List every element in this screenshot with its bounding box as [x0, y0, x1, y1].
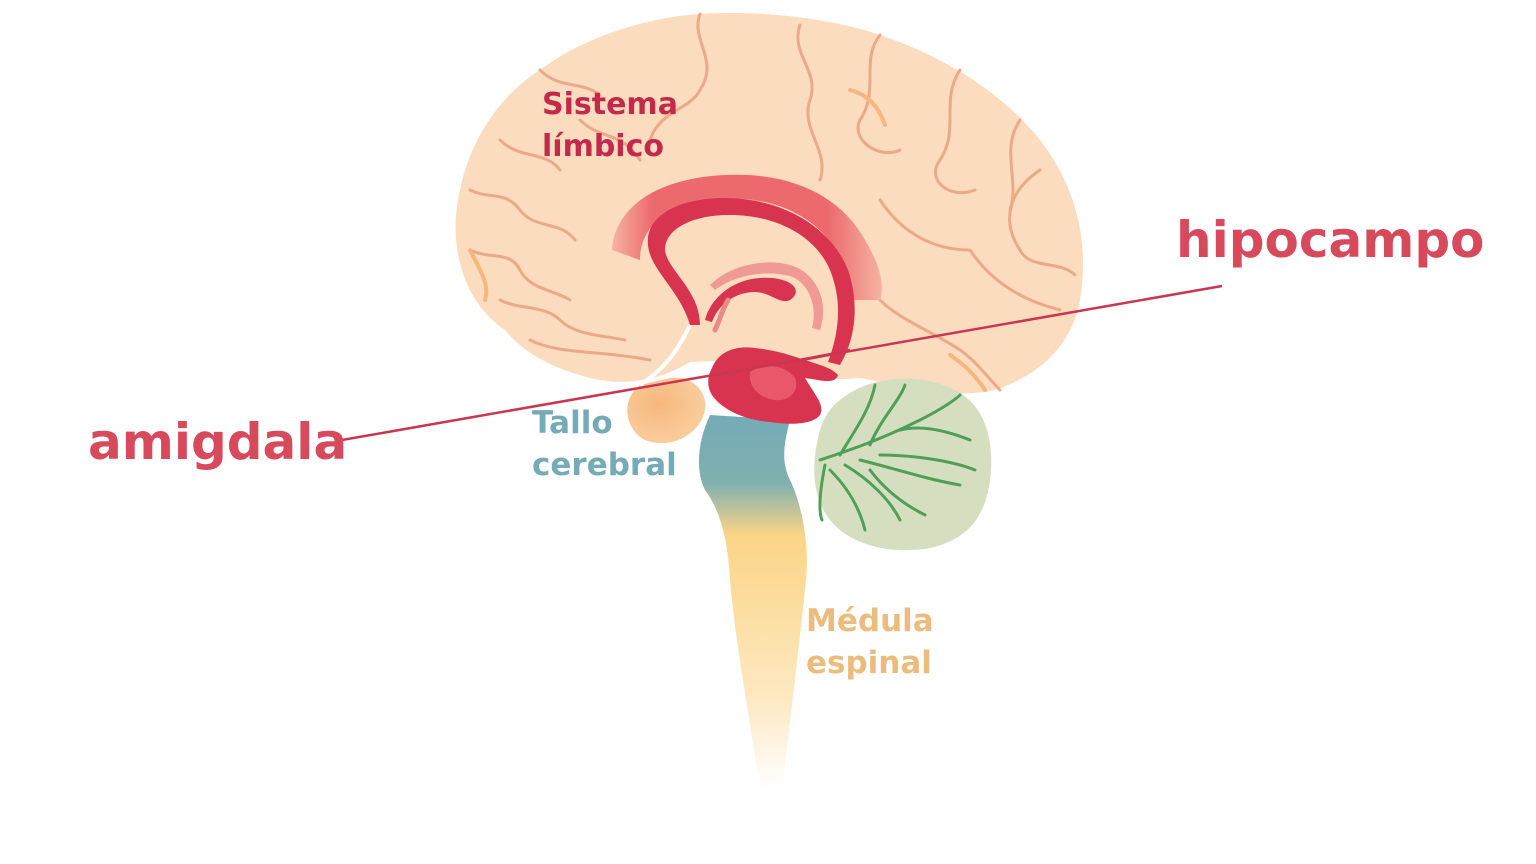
cerebellum-veins — [818, 383, 977, 532]
label-hipocampo: hipocampo — [1176, 211, 1485, 269]
fornix — [647, 198, 855, 365]
label-tallo-cerebral: Tallo cerebral — [532, 402, 677, 486]
label-line: Médula — [806, 603, 934, 639]
label-line: límbico — [542, 129, 664, 164]
inner-curl — [705, 277, 796, 322]
label-line: espinal — [806, 645, 932, 681]
brain-sulci-highlights — [468, 88, 987, 392]
pituitary — [627, 377, 706, 444]
label-line: cerebral — [532, 447, 677, 483]
cerebellum — [814, 378, 992, 551]
fissure — [638, 324, 692, 387]
cerebrum — [455, 12, 1084, 394]
label-line: Tallo — [532, 405, 613, 441]
amygdala-inner — [749, 366, 797, 401]
brain-sulci — [468, 12, 1077, 392]
label-medula-espinal: Médula espinal — [806, 600, 934, 684]
inner-hook — [712, 297, 731, 333]
pointer-line — [341, 284, 1223, 442]
label-line: Sistema — [542, 87, 678, 122]
brainstem-spinal-cord — [698, 415, 807, 790]
label-amigdala: amigdala — [88, 413, 348, 471]
label-sistema-limbico: Sistema límbico — [542, 84, 678, 168]
